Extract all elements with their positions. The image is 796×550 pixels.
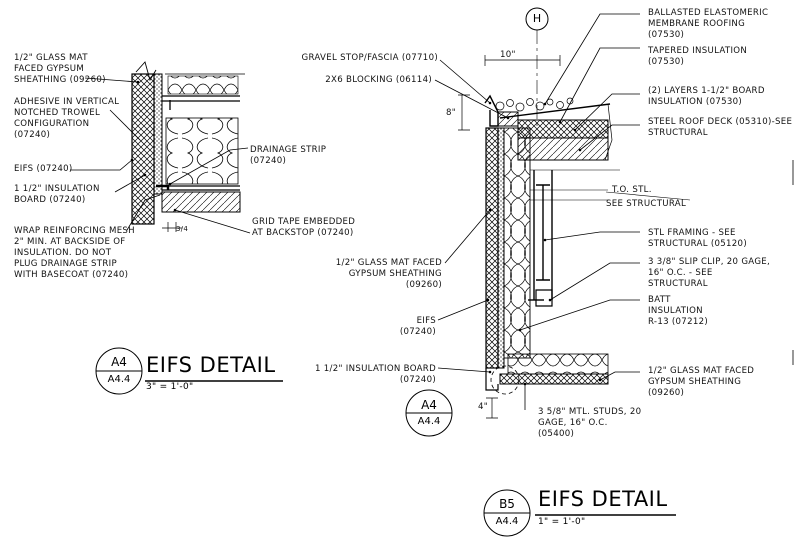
tapered-insulation (517, 119, 609, 139)
b5-callout-studs: 3 5/8" MTL. STUDS, 20 GAGE, 16" O.C. (05… (538, 407, 642, 439)
b5-tag-bottom: A4.4 (495, 516, 519, 527)
b5-callout-roof-deck: STEEL ROOF DECK (05310)-SEE STRUCTURAL (648, 117, 793, 138)
a4-scale: 3" = 1'-0" (146, 382, 194, 392)
b5-callout-see-structural: SEE STRUCTURAL (606, 199, 687, 209)
b5-callout-glass-mat-soffit: 1/2" GLASS MAT FACED GYPSUM SHEATHING (0… (648, 366, 755, 398)
b5-callout-batt: BATT INSULATION R-13 (07212) (648, 295, 709, 327)
b5-eifs-insulation (485, 127, 499, 369)
b5-ref-tag-bottom: A4.4 (417, 416, 441, 427)
a4-leaders (70, 77, 251, 234)
a4-dimension-3-4: 3/4 (176, 225, 189, 233)
a4-callout-drainage-strip: DRAINAGE STRIP (07240) (250, 145, 327, 166)
b5-stud-cavity (503, 127, 531, 359)
b5-callout-insulation-board: 1 1/2" INSULATION BOARD (07240) (314, 364, 436, 385)
b5-callout-slip-clip: 3 3/8" SLIP CLIP, 20 GAGE, 16" O.C. - SE… (648, 257, 771, 289)
b5-callout-stl-framing: STL FRAMING - SEE STRUCTURAL (05120) (648, 228, 747, 249)
a4-tag-top: A4 (111, 355, 127, 369)
a4-insulation-board (131, 73, 155, 225)
b5-callout-tapered: TAPERED INSULATION (07530) (648, 46, 748, 67)
a4-soffit (161, 191, 241, 213)
a4-callout-wrap-mesh: WRAP REINFORCING MESH 2" MIN. AT BACKSID… (14, 226, 135, 280)
a4-batt-insulation (165, 117, 239, 185)
gravel-ballast (495, 97, 574, 112)
b5-callout-blocking: 2X6 BLOCKING (06114) (325, 75, 432, 85)
b5-tag-top: B5 (499, 497, 515, 511)
roof-deck (517, 137, 609, 161)
b5-title: EIFS DETAIL (538, 487, 668, 511)
b5-callout-to-stl: T.O. STL. (612, 185, 652, 195)
a4-callout-adhesive: ADHESIVE IN VERTICAL NOTCHED TROWEL CONF… (14, 97, 120, 140)
b5-callout-gravel-stop: GRAVEL STOP/FASCIA (07710) (301, 53, 438, 63)
b5-scale: 1" = 1'-0" (538, 517, 586, 527)
a4-callout-grid-tape: GRID TAPE EMBEDDED AT BACKSTOP (07240) (252, 217, 356, 238)
a4-sheathing (153, 73, 163, 195)
dimension-4: 4" (478, 402, 489, 412)
b5-sheathing (497, 127, 505, 369)
title-bubbles (95, 160, 794, 537)
b5-callout-two-layers: (2) LAYERS 1-1/2" BOARD INSULATION (0753… (648, 86, 765, 107)
a4-callout-insulation-board: 1 1/2" INSULATION BOARD (07240) (14, 184, 100, 205)
soffit-batt (507, 353, 609, 375)
dimension-8: 8" (446, 108, 457, 118)
b5-callout-glass-mat: 1/2" GLASS MAT FACED GYPSUM SHEATHING (0… (335, 258, 442, 290)
dimension-10: 10" (500, 50, 516, 60)
detail-b5-drawing (458, 7, 691, 419)
detail-a4-drawing (131, 61, 245, 232)
gridline-h-label: H (532, 12, 542, 25)
a4-callout-glass-mat: 1/2" GLASS MAT FACED GYPSUM SHEATHING (0… (14, 53, 106, 85)
a4-title: EIFS DETAIL (146, 353, 276, 377)
b5-callout-ballasted: BALLASTED ELASTOMERIC MEMBRANE ROOFING (… (648, 8, 769, 40)
a4-tag-bottom: A4.4 (107, 374, 131, 385)
soffit-sheathing (499, 373, 609, 385)
a4-callout-eifs: EIFS (07240) (14, 164, 73, 174)
b5-leaders (434, 13, 640, 410)
b5-ref-tag-top: A4 (421, 398, 437, 412)
b5-callout-eifs: EIFS (07240) (399, 316, 436, 337)
